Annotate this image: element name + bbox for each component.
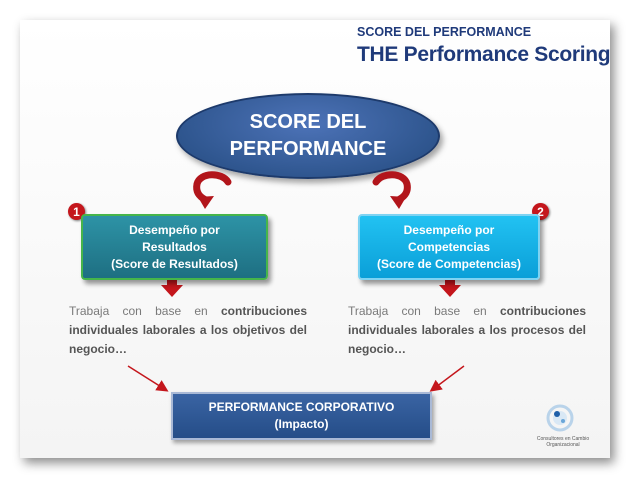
- header-title: THE Performance Scoring: [357, 43, 611, 66]
- down-arrow-right-icon: [439, 277, 461, 297]
- logo-line-2: Organizacional: [546, 442, 580, 448]
- competencies-description: Trabaja con base en contribuciones indiv…: [348, 302, 586, 359]
- competencies-line-3: (Score de Competencias): [376, 256, 522, 271]
- logo-caption: Consultores en Cambio Organizacional: [528, 436, 598, 448]
- corporate-line-2: (Impacto): [274, 417, 329, 431]
- competencies-desc-plain: Trabaja con base en: [348, 304, 500, 318]
- competencies-box: Desempeño por Competencias (Score de Com…: [358, 214, 540, 280]
- results-box: Desempeño por Resultados (Score de Resul…: [81, 214, 268, 280]
- header-subtitle: SCORE DEL PERFORMANCE: [357, 25, 532, 39]
- results-description: Trabaja con base en contribuciones indiv…: [69, 302, 307, 359]
- ellipse-line-2: PERFORMANCE: [229, 138, 387, 160]
- score-ellipse: SCORE DEL PERFORMANCE: [176, 93, 440, 179]
- curved-arrow-right-icon: [372, 171, 411, 209]
- corporate-line-1: PERFORMANCE CORPORATIVO: [208, 400, 395, 414]
- results-desc-bold: contribuciones individuales laborales a …: [69, 304, 307, 356]
- diagonal-arrow-right-icon: [429, 365, 465, 392]
- ellipse-line-1: SCORE DEL: [249, 111, 367, 133]
- logo-line-1: Consultores en Cambio: [536, 436, 590, 442]
- results-line-1: Desempeño por: [129, 222, 220, 237]
- results-desc-plain: Trabaja con base en: [69, 304, 221, 318]
- down-arrow-left-icon: [161, 277, 183, 297]
- results-line-3: (Score de Resultados): [111, 256, 238, 271]
- curved-arrow-left-icon: [193, 171, 232, 209]
- competencies-line-1: Desempeño por: [403, 222, 495, 237]
- badge-1: 1: [68, 203, 85, 220]
- company-logo-icon: [546, 404, 574, 432]
- corporate-performance-box: PERFORMANCE CORPORATIVO (Impacto): [171, 392, 432, 440]
- competencies-line-2: Competencias: [407, 239, 490, 254]
- diagonal-arrow-left-icon: [127, 365, 169, 392]
- results-line-2: Resultados: [142, 239, 207, 254]
- competencies-desc-bold: contribuciones individuales laborales a …: [348, 304, 586, 356]
